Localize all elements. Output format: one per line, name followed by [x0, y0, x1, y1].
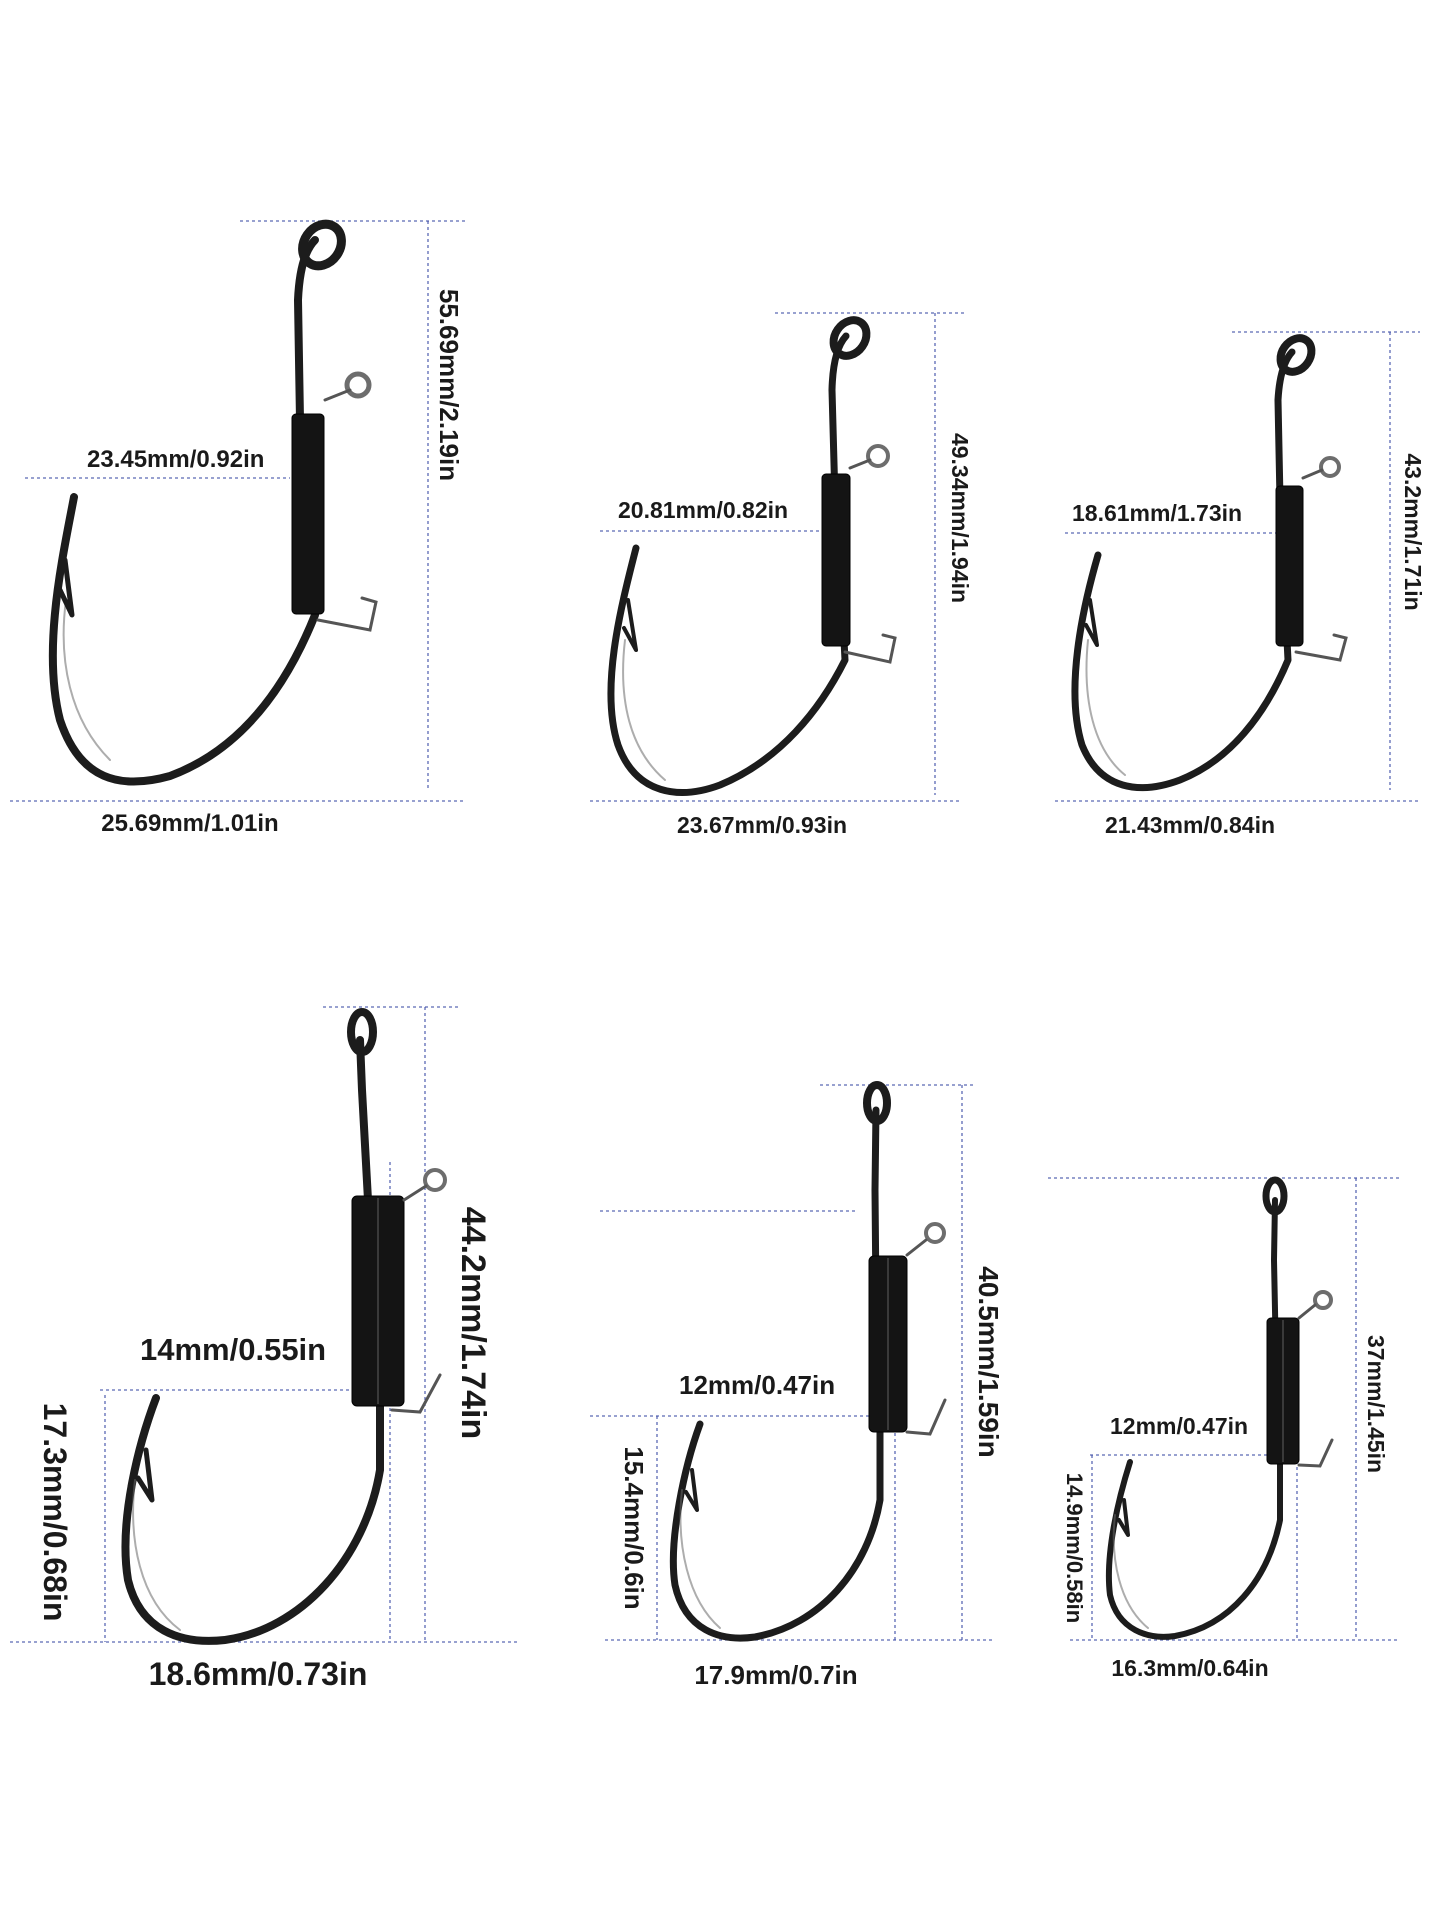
hook-4-point-label: 17.3mm/0.68in — [37, 1403, 73, 1622]
hook-6-height-label: 37mm/1.45in — [1363, 1335, 1389, 1473]
hook-1: 55.69mm/2.19in 25.69mm/1.01in 23.45mm/0.… — [10, 219, 465, 837]
hook-1-gap-label: 23.45mm/0.92in — [87, 446, 264, 473]
hook-3: 43.2mm/1.71in 21.43mm/0.84in 18.61mm/1.7… — [1055, 331, 1426, 838]
hook-4-gap-label: 14mm/0.55in — [140, 1332, 326, 1367]
hook-5-gap-label: 12mm/0.47in — [679, 1370, 835, 1400]
hook-4-dimension-lines — [10, 1006, 520, 1643]
hook-5-height-label: 40.5mm/1.59in — [973, 1266, 1004, 1457]
hook-6-gap-label: 12mm/0.47in — [1110, 1413, 1248, 1439]
hook-3-illustration — [1071, 334, 1348, 792]
hook-2: 49.34mm/1.94in 23.67mm/0.93in 20.81mm/0.… — [590, 312, 973, 838]
hook-4-illustration — [121, 1008, 447, 1645]
hook-5-illustration — [669, 1081, 947, 1642]
hook-2-illustration — [607, 316, 897, 796]
hook-3-height-label: 43.2mm/1.71in — [1400, 453, 1426, 610]
hook-4: 44.2mm/1.74in 18.6mm/0.73in 14mm/0.55in … — [10, 1006, 520, 1692]
hook-6-width-label: 16.3mm/0.64in — [1111, 1655, 1268, 1681]
hook-6: 37mm/1.45in 16.3mm/0.64in 12mm/0.47in 14… — [1048, 1176, 1400, 1681]
hook-2-dimension-lines — [590, 312, 965, 802]
hook-4-height-label: 44.2mm/1.74in — [454, 1207, 492, 1439]
hook-1-dimension-lines — [10, 220, 465, 802]
hook-5: 40.5mm/1.59in 17.9mm/0.7in 12mm/0.47in 1… — [590, 1081, 1004, 1690]
hook-5-width-label: 17.9mm/0.7in — [694, 1660, 857, 1690]
hook-3-width-label: 21.43mm/0.84in — [1105, 812, 1275, 838]
hook-1-height-label: 55.69mm/2.19in — [434, 289, 464, 481]
hook-5-dimension-lines — [590, 1084, 995, 1641]
hook-2-height-label: 49.34mm/1.94in — [947, 433, 973, 603]
hook-6-illustration — [1105, 1176, 1334, 1640]
hook-6-dimension-lines — [1048, 1177, 1400, 1641]
hook-1-illustration — [48, 219, 378, 786]
hook-1-width-label: 25.69mm/1.01in — [101, 810, 278, 837]
hook-2-width-label: 23.67mm/0.93in — [677, 812, 847, 838]
hook-3-dimension-lines — [1055, 331, 1420, 802]
hook-3-gap-label: 18.61mm/1.73in — [1072, 500, 1242, 526]
hook-5-point-label: 15.4mm/0.6in — [619, 1446, 649, 1609]
hook-4-width-label: 18.6mm/0.73in — [149, 1656, 368, 1692]
hook-6-point-label: 14.9mm/0.58in — [1062, 1473, 1087, 1623]
hook-2-gap-label: 20.81mm/0.82in — [618, 497, 788, 523]
